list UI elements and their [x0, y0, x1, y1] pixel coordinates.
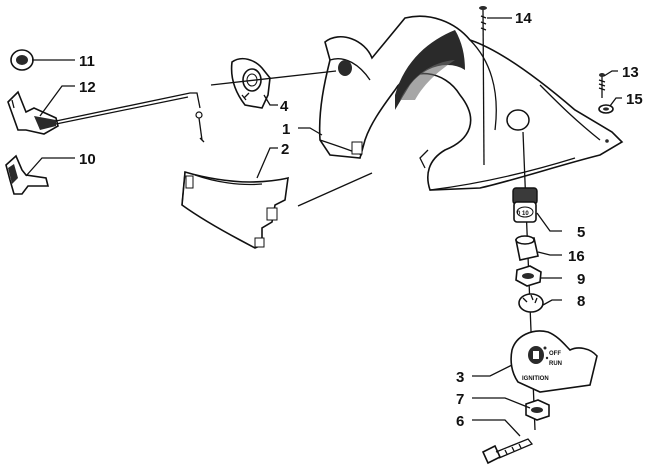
key-part-6 — [481, 438, 534, 465]
washer-part-15 — [598, 104, 614, 114]
callout-10: 10 — [79, 151, 96, 168]
callout-13: 13 — [622, 64, 639, 81]
plate-label-run: RUN — [549, 361, 562, 367]
callout-16: 16 — [568, 248, 585, 265]
callout-12: 12 — [79, 79, 96, 96]
plate-label-off: OFF — [549, 351, 561, 357]
callout-1: 1 — [282, 121, 290, 138]
callout-15: 15 — [626, 91, 643, 108]
ignition-plate-part-3: OFF RUN IGNITION — [510, 330, 598, 393]
svg-text:0 10: 0 10 — [517, 211, 529, 217]
leader-lines — [25, 17, 622, 437]
long-screw-part-14 — [479, 6, 487, 166]
choke-lever-part-12 — [7, 90, 205, 143]
plate-label-ignition: IGNITION — [522, 376, 549, 382]
callout-7: 7 — [456, 391, 464, 408]
housing-part-1 — [318, 15, 624, 191]
callout-4: 4 — [280, 98, 289, 115]
callout-5: 5 — [577, 224, 585, 241]
leader-line-cover — [297, 172, 373, 207]
knob-cap-part-11 — [10, 49, 34, 71]
nut-part-7 — [525, 399, 550, 421]
callout-11: 11 — [79, 53, 95, 70]
lock-washer-part-8 — [518, 293, 544, 313]
grommet-part-4 — [230, 57, 271, 109]
callout-labels: 11 12 10 4 1 2 14 13 15 5 16 9 8 3 7 6 — [79, 10, 643, 430]
callout-8: 8 — [577, 293, 585, 310]
nut-part-9 — [515, 265, 542, 287]
screw-part-13 — [598, 73, 606, 98]
ignition-switch-part-5: 0 10 — [512, 187, 538, 223]
lower-cover-part-2 — [181, 170, 289, 249]
callout-6: 6 — [456, 413, 464, 430]
bracket-part-10 — [5, 154, 50, 195]
callout-3: 3 — [456, 369, 464, 386]
leader-line-grommet — [210, 70, 337, 86]
callout-9: 9 — [577, 271, 585, 288]
callout-14: 14 — [515, 10, 532, 27]
callout-2: 2 — [281, 141, 289, 158]
bushing-part-16 — [515, 235, 539, 261]
